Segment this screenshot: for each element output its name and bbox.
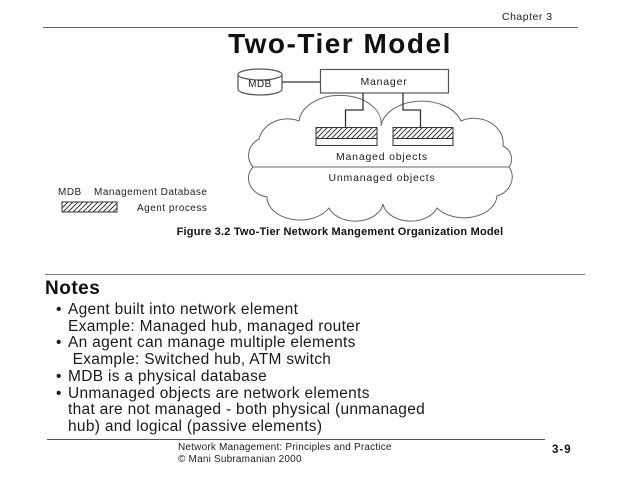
managed-objects-label: Managed objects: [336, 151, 428, 163]
note-text: that are not managed - both physical (un…: [68, 401, 426, 419]
mdb-cylinder-top: [237, 68, 283, 81]
bullet-marker: •: [56, 301, 62, 318]
footer-book-title: Network Management: Principles and Pract…: [178, 442, 392, 453]
mdb-cylinder-label: MDB: [248, 79, 272, 90]
agent-connector-left: [344, 93, 364, 128]
notes-list: • Agent built into network element Examp…: [50, 301, 615, 436]
footer-rule: [47, 439, 545, 440]
header-rule: [43, 27, 578, 28]
network-cloud: [247, 94, 513, 222]
legend-agent-label: Agent process: [137, 203, 207, 214]
note-line: • Agent built into network element: [50, 301, 615, 319]
note-line: hub) and logical (passive elements): [50, 417, 615, 436]
chapter-label: Chapter 3: [502, 11, 553, 23]
note-text: Example: Switched hub, ATM switch: [68, 351, 332, 369]
legend-agent-swatch: [61, 201, 118, 213]
legend-mdb-abbr: MDB: [58, 187, 82, 198]
note-text: Example: Managed hub, managed router: [68, 317, 361, 335]
legend-mdb-meaning: Management Database: [94, 187, 207, 198]
bullet-marker: •: [56, 334, 62, 352]
note-text: Unmanaged objects are network elements: [68, 384, 370, 402]
bullet-marker: •: [56, 384, 62, 402]
footer-copyright: © Mani Subramanian 2000: [178, 453, 302, 465]
unmanaged-objects-label: Unmanaged objects: [329, 172, 436, 184]
manager-box: [319, 68, 450, 94]
note-line: • MDB is a physical database: [50, 367, 615, 386]
bullet-marker: •: [56, 367, 62, 385]
agent-process-box-right: [392, 127, 454, 139]
notes-heading: Notes: [45, 278, 101, 299]
figure-caption: Figure 3.2 Two-Tier Network Mangement Or…: [176, 226, 504, 238]
bullet-spacer: [50, 319, 68, 336]
slide-title: Two-Tier Model: [228, 28, 452, 59]
footer-credits: Network Management: Principles and Pract…: [178, 442, 392, 465]
notes-rule: [45, 274, 585, 275]
agent-process-box-left-base: [315, 138, 378, 146]
page-number: 3-9: [552, 444, 572, 456]
note-line: • An agent can manage multiple elements: [50, 335, 615, 352]
bullet-spacer: [50, 352, 68, 369]
agent-connector-right: [402, 93, 422, 128]
manager-box-label: Manager: [360, 76, 407, 88]
note-text: An agent can manage multiple elements: [68, 334, 356, 352]
note-text: MDB is a physical database: [68, 367, 268, 385]
note-line: Example: Managed hub, managed router: [50, 317, 615, 336]
note-text: Agent built into network element: [68, 301, 299, 318]
note-line: Example: Switched hub, ATM switch: [50, 351, 615, 369]
agent-process-box-right-base: [392, 138, 454, 146]
note-line: • Unmanaged objects are network elements: [50, 384, 615, 403]
bullet-spacer: [50, 402, 68, 419]
note-line: that are not managed - both physical (un…: [50, 402, 615, 419]
bullet-spacer: [50, 419, 68, 436]
agent-process-box-left: [315, 127, 378, 139]
note-text: hub) and logical (passive elements): [68, 417, 323, 435]
